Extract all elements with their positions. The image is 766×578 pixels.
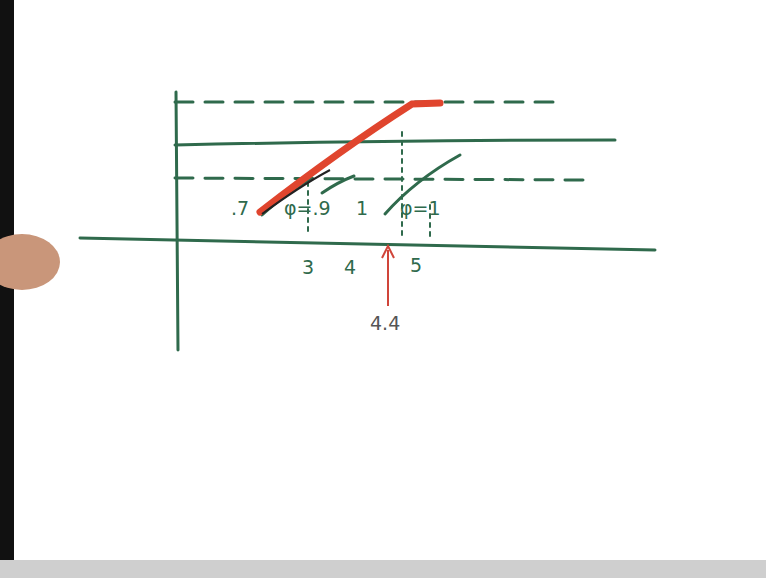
curve-label: .7 (231, 199, 249, 218)
curve-label: 1 (356, 199, 368, 218)
upper-dashed (175, 101, 565, 104)
curve-2 (322, 176, 354, 193)
red-arrow (387, 250, 389, 306)
frame-edge (0, 0, 14, 578)
axis-tick: 3 (302, 258, 314, 277)
axis-tick: 5 (410, 256, 422, 275)
x-axis (80, 238, 655, 250)
guide-4-4 (401, 132, 403, 236)
solid-level (175, 140, 615, 145)
axis-tick: 4 (344, 258, 356, 277)
finger (0, 234, 60, 290)
phi-label: φ=1 (400, 199, 441, 218)
lower-dashed (175, 178, 585, 180)
bottom-strip (0, 560, 766, 578)
phi-label: φ=.9 (284, 199, 331, 218)
marked-value: 4.4 (370, 314, 400, 333)
y-axis (176, 92, 178, 350)
red-arrowhead (382, 246, 394, 258)
